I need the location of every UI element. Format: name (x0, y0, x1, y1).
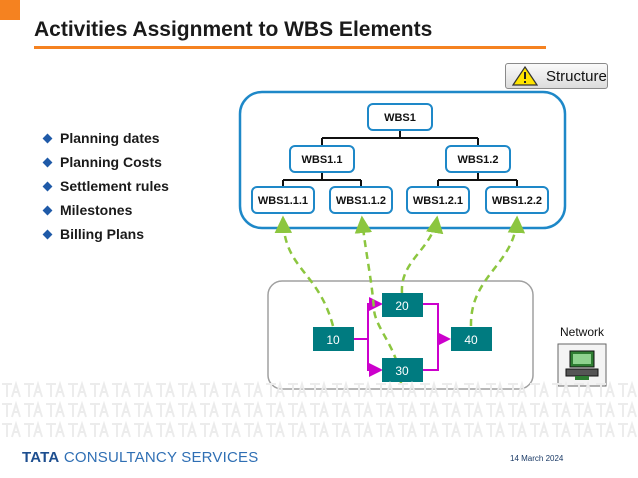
svg-text:WBS1.1.2: WBS1.1.2 (336, 195, 386, 207)
svg-text:WBS1.2: WBS1.2 (458, 154, 499, 166)
wbs-node-root[interactable]: WBS1 (367, 103, 433, 131)
wbs-container (238, 90, 567, 230)
list-item: Settlement rules (42, 174, 169, 198)
svg-text:20: 20 (395, 299, 409, 313)
list-item: Billing Plans (42, 222, 169, 246)
wbs-node-1-1-2[interactable]: WBS1.1.2 (329, 186, 393, 214)
wbs-tree-connectors (282, 130, 518, 187)
activity-node-20[interactable]: 20 (382, 293, 423, 317)
svg-text:40: 40 (464, 333, 478, 347)
network-label: Network (559, 325, 604, 339)
svg-text:WBS1.2.2: WBS1.2.2 (492, 195, 542, 207)
wbs-node-1-2-1[interactable]: WBS1.2.1 (406, 186, 470, 214)
wbs-node-1-1[interactable]: WBS1.1 (289, 145, 355, 173)
warning-triangle-icon (512, 66, 538, 86)
activity-node-40[interactable]: 40 (451, 327, 492, 351)
wbs-node-1-1-1[interactable]: WBS1.1.1 (251, 186, 315, 214)
brand-bold: TATA (22, 449, 60, 466)
list-item: Planning dates (42, 126, 169, 150)
wbs-node-1-2[interactable]: WBS1.2 (445, 145, 511, 173)
title-underline (34, 46, 546, 49)
structure-button[interactable]: Structure (505, 63, 608, 89)
corner-accent (0, 0, 20, 20)
assignment-arrows (274, 215, 526, 386)
wbs-node-1-2-2[interactable]: WBS1.2.2 (485, 186, 549, 214)
brand-rest: CONSULTANCY SERVICES (63, 449, 259, 466)
svg-text:30: 30 (395, 364, 409, 378)
svg-text:WBS1.2.1: WBS1.2.1 (413, 195, 463, 207)
brand-logo: TATA CONSULTANCY SERVICES (22, 449, 258, 466)
activity-node-10[interactable]: 10 (313, 327, 354, 351)
footer-pattern (0, 381, 638, 441)
structure-button-label: Structure (546, 67, 607, 85)
page-title: Activities Assignment to WBS Elements (34, 18, 433, 41)
activity-node-30[interactable]: 30 (382, 358, 423, 382)
footer-date: 14 March 2024 (510, 454, 564, 463)
svg-text:WBS1.1: WBS1.1 (302, 154, 343, 166)
list-item: Planning Costs (42, 150, 169, 174)
svg-text:WBS1.1.1: WBS1.1.1 (258, 195, 308, 207)
feature-list: Planning dates Planning Costs Settlement… (42, 126, 169, 246)
network-computer-icon[interactable] (557, 343, 607, 387)
list-item: Milestones (42, 198, 169, 222)
svg-text:WBS1: WBS1 (384, 112, 416, 124)
svg-text:10: 10 (326, 333, 340, 347)
